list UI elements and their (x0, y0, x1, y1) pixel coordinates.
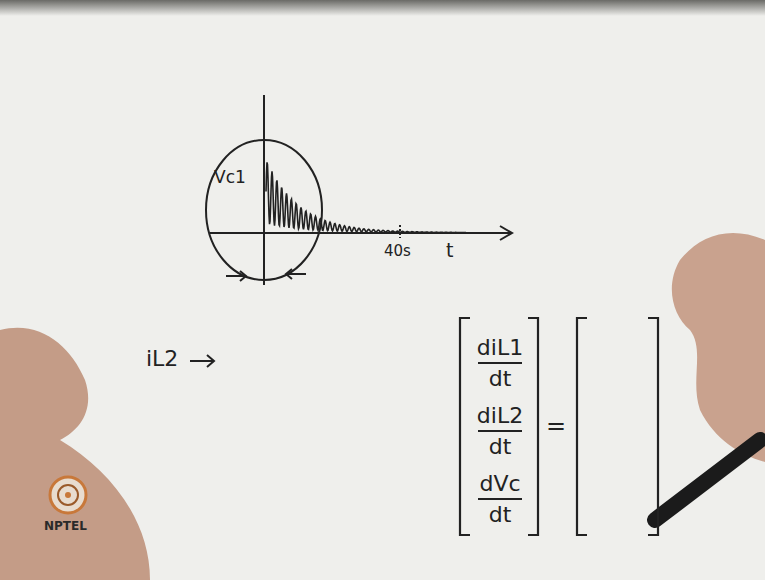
equals-sign: = (546, 413, 566, 439)
logo-text: NPTEL (44, 520, 87, 533)
axis-arrowhead (500, 226, 512, 240)
pointer-arrow (286, 269, 306, 279)
logo-dot (65, 492, 71, 498)
axis-name: t (446, 240, 453, 261)
pointer-arrow (226, 271, 246, 281)
zoom-ellipse (206, 140, 322, 280)
state-name: iL2 (146, 347, 178, 371)
numerator: diL2 (477, 404, 523, 428)
denominator: dt (489, 503, 512, 527)
numerator: dVc (479, 472, 520, 496)
pen (655, 440, 760, 520)
denominator: dt (489, 367, 512, 391)
denominator: dt (489, 435, 512, 459)
matrix-bracket (648, 318, 658, 535)
nptel-logo (50, 477, 86, 513)
decay-curve (266, 162, 466, 232)
logo-ring (50, 477, 86, 513)
matrix-bracket (528, 318, 538, 535)
time-value: 40s (384, 243, 411, 260)
matrix-bracket (577, 318, 587, 535)
paper-edge (0, 0, 765, 16)
signal-name: Vc1 (214, 168, 246, 187)
y-axis (263, 95, 265, 285)
left-hand (0, 328, 150, 580)
fraction-bar (478, 430, 522, 432)
numerator: diL1 (477, 336, 523, 360)
pointer-arrow (190, 355, 214, 367)
logo-ring (58, 485, 78, 505)
matrix-bracket (460, 318, 470, 535)
fraction-bar (478, 498, 522, 500)
fraction-bar (478, 362, 522, 364)
right-hand (672, 233, 765, 462)
